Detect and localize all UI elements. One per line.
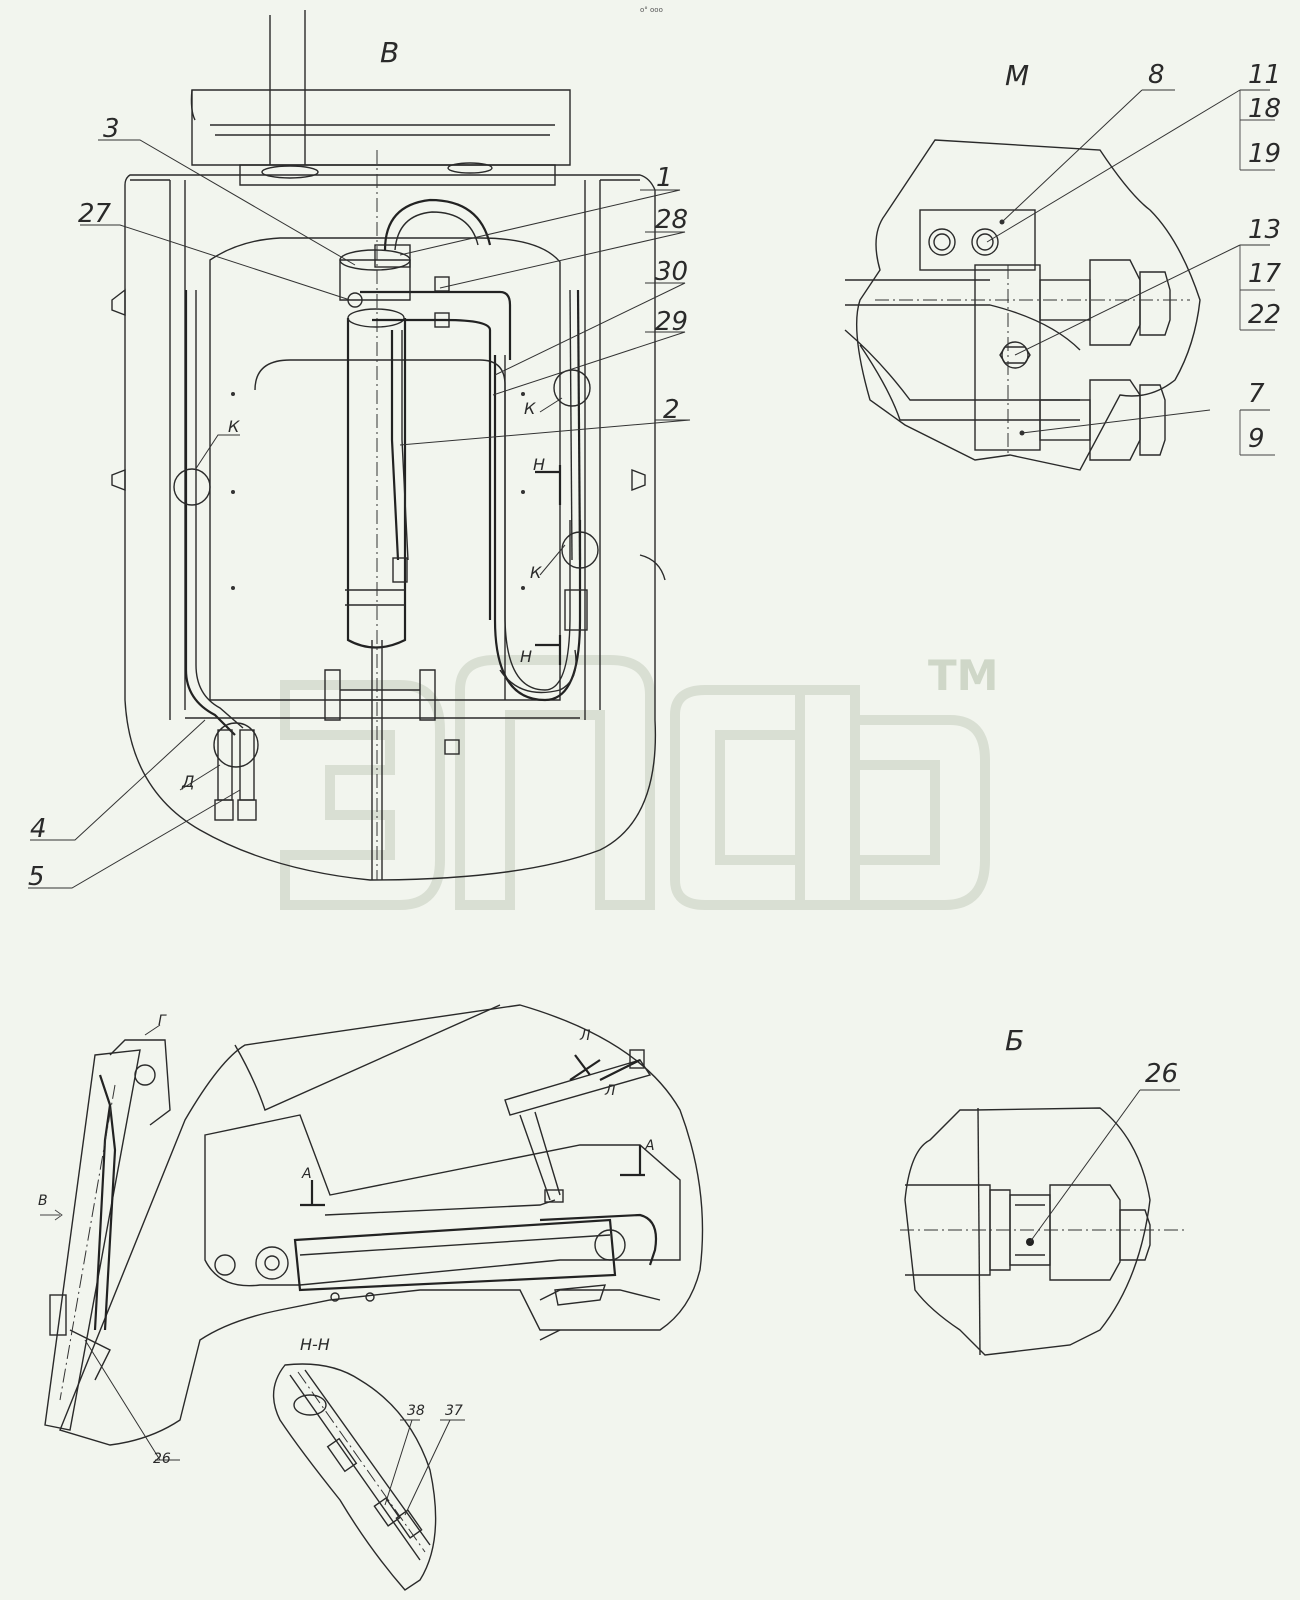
mark-k-right-bottom: К [530, 563, 542, 582]
callout-4: 4 [30, 814, 47, 844]
detail-circle-k-right-bottom [561, 531, 599, 569]
callout-19: 19 [1248, 139, 1281, 169]
watermark-logo: TM [280, 651, 998, 910]
mark-a-left: А [301, 1166, 312, 1182]
mark-k-left: К [228, 417, 240, 436]
detail-circle-k-right-top [553, 369, 591, 407]
view-label-hh: Н-Н [300, 1335, 330, 1354]
main-view: В [28, 10, 691, 892]
callout-26-side: 26 [153, 1451, 171, 1467]
view-label-main: В [380, 36, 399, 69]
mark-h-bottom: Н [520, 647, 532, 666]
main-leaders [28, 139, 691, 889]
callout-30: 30 [655, 257, 688, 287]
mark-l-top: Л [579, 1028, 591, 1044]
callout-17: 17 [1248, 259, 1282, 289]
callout-26-detail: 26 [1145, 1059, 1178, 1089]
callout-3: 3 [103, 114, 120, 144]
callout-7: 7 [1248, 379, 1265, 409]
mark-v-arrow: В [38, 1193, 48, 1209]
callout-9: 9 [1248, 424, 1265, 454]
callout-37: 37 [445, 1403, 463, 1419]
mark-g: Г [158, 1013, 167, 1029]
watermark-tm: TM [928, 651, 998, 700]
callout-18: 18 [1248, 94, 1281, 124]
mark-l-bottom: Л [604, 1083, 616, 1099]
callout-5: 5 [28, 862, 45, 892]
callout-11: 11 [1248, 60, 1281, 90]
frame-holes [231, 392, 525, 590]
top-marker: о° ооо [640, 6, 663, 14]
callout-13: 13 [1248, 215, 1281, 245]
callout-28: 28 [655, 205, 688, 235]
detail-circle-k-left [173, 468, 211, 506]
callout-2: 2 [663, 395, 680, 425]
callout-27: 27 [78, 199, 112, 229]
view-label-b: Б [1005, 1024, 1024, 1057]
side-view: В Г А А Л Л Н-Н 38 37 26 [38, 1004, 704, 1591]
mark-d: Д [181, 772, 195, 791]
callout-1: 1 [656, 163, 673, 193]
detail-view-m: М 8 11 18 19 13 [844, 59, 1282, 471]
callout-29: 29 [655, 307, 688, 337]
callout-8: 8 [1148, 60, 1165, 90]
view-label-m: М [1005, 59, 1029, 92]
detail-view-b: Б 26 [900, 1024, 1185, 1356]
callout-38: 38 [407, 1403, 425, 1419]
mark-k-right-top: К [524, 399, 536, 418]
detail-circle-d [213, 722, 259, 768]
mark-h-top: Н [533, 455, 545, 474]
mark-a-right: А [644, 1138, 655, 1154]
callout-22: 22 [1248, 300, 1281, 330]
